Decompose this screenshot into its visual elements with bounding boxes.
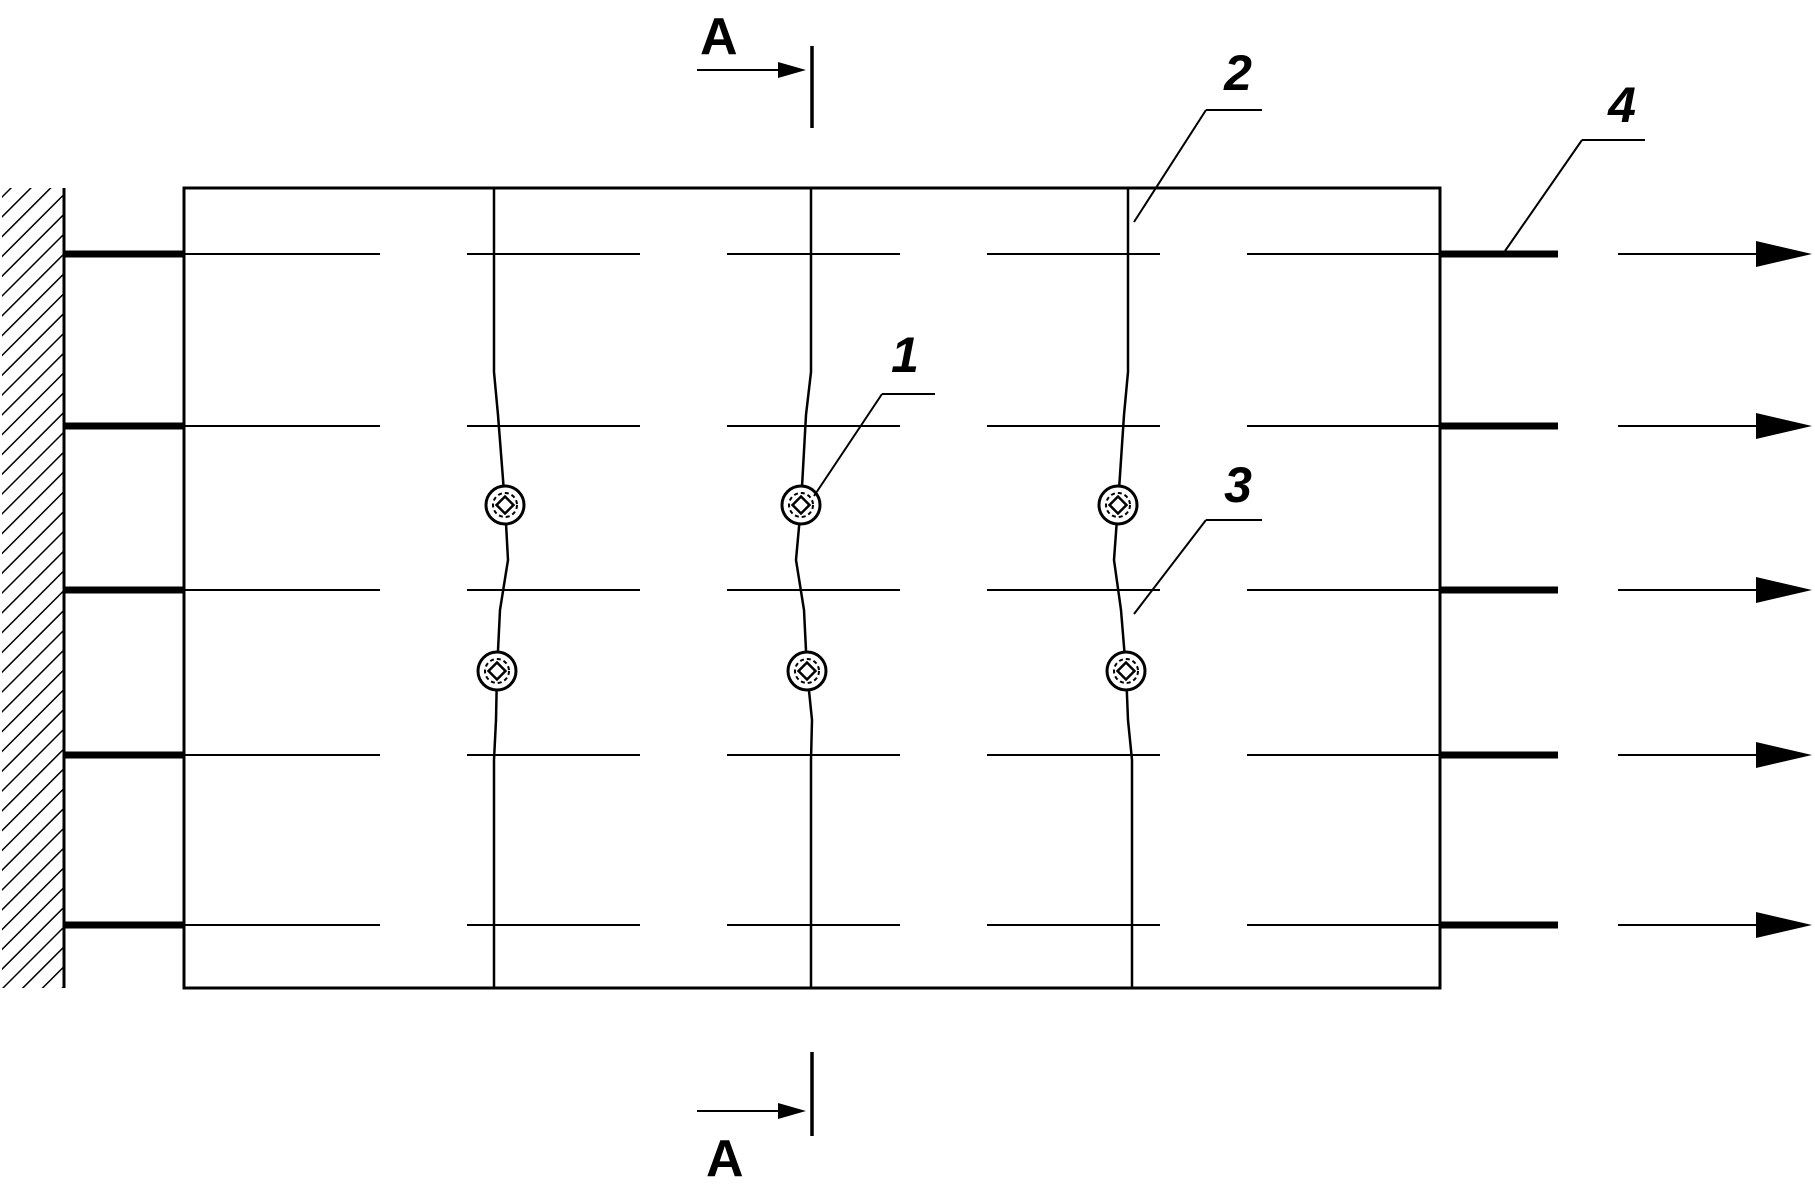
hole-center [486,660,508,682]
crack-holes [476,484,1147,692]
hole-inner-ring [1113,658,1139,684]
hole-marker-1-1 [484,484,526,526]
section-arrowhead-bottom [778,1103,806,1119]
tension-arrowhead-2 [1756,413,1812,439]
callout-1-label: 1 [891,327,919,383]
tension-arrowhead-5 [1756,912,1812,938]
section-marker-bottom: A [697,1052,814,1188]
section-arrowhead-top [778,62,806,78]
hole-center [790,494,812,516]
tension-arrowhead-3 [1756,577,1812,603]
hole-inner-ring [484,658,510,684]
wall-hatching [2,188,64,988]
section-marker-top: A [697,8,814,128]
hole-marker-3-2 [1105,650,1147,692]
hole-center [1107,494,1129,516]
callout-2-leader [1133,109,1207,223]
tension-arrowhead-4 [1756,742,1812,768]
hole-center [1115,660,1137,682]
callout-1-leader [813,393,883,497]
callout-3: 3 [1133,457,1262,615]
callout-2-label: 2 [1223,45,1252,101]
left-anchor-bars [64,250,184,929]
fixed-wall [2,188,66,988]
hole-center [796,660,818,682]
tension-arrowhead-1 [1756,241,1812,267]
hole-marker-3-1 [1097,484,1139,526]
hole-marker-1-2 [476,650,518,692]
rebar-dash-rows [184,253,1440,926]
callout-3-leader [1133,519,1207,615]
hole-center [494,494,516,516]
right-protruding-bars [1440,250,1558,929]
callout-4-label: 4 [1607,77,1636,133]
hole-marker-2-2 [786,650,828,692]
section-label-bottom: A [706,1130,744,1184]
hole-inner-ring [788,492,814,518]
callout-2: 2 [1133,45,1262,223]
hole-inner-ring [492,492,518,518]
hole-inner-ring [1105,492,1131,518]
crack-line-1 [492,188,510,988]
callout-3-label: 3 [1224,457,1252,513]
callout-1: 1 [813,327,935,497]
section-label-top: A [700,8,738,66]
tension-arrows [1618,241,1812,938]
hole-inner-ring [794,658,820,684]
callout-4-leader [1504,139,1583,252]
crack-line-3 [1112,188,1134,988]
hole-marker-2-1 [780,484,822,526]
callout-4: 4 [1504,77,1645,252]
crack-line-2 [794,188,814,988]
crack-lines [492,188,1134,988]
